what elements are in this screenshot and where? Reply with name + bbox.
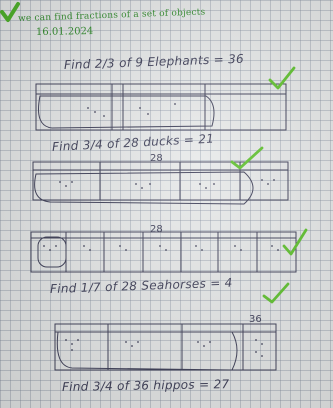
tick-icon-1 — [270, 68, 294, 88]
bar-model-elephants — [36, 84, 286, 130]
date: 16.01.2024 — [36, 26, 93, 38]
bar-model-hippos — [55, 324, 276, 370]
bar-model-ducks — [33, 162, 288, 204]
question-4: Find 3/4 of 36 hippos = 27 — [62, 377, 230, 394]
tick-icon-2 — [232, 148, 262, 168]
tick-icon-4 — [264, 284, 288, 302]
corner-tick-icon — [2, 4, 18, 20]
bar2-total-label: 28 — [150, 153, 163, 164]
bar4-total-label: 36 — [249, 314, 262, 325]
tick-icon-3 — [284, 230, 306, 254]
bar3-total-label: 28 — [150, 224, 163, 235]
bar-model-seahorses — [31, 232, 296, 272]
